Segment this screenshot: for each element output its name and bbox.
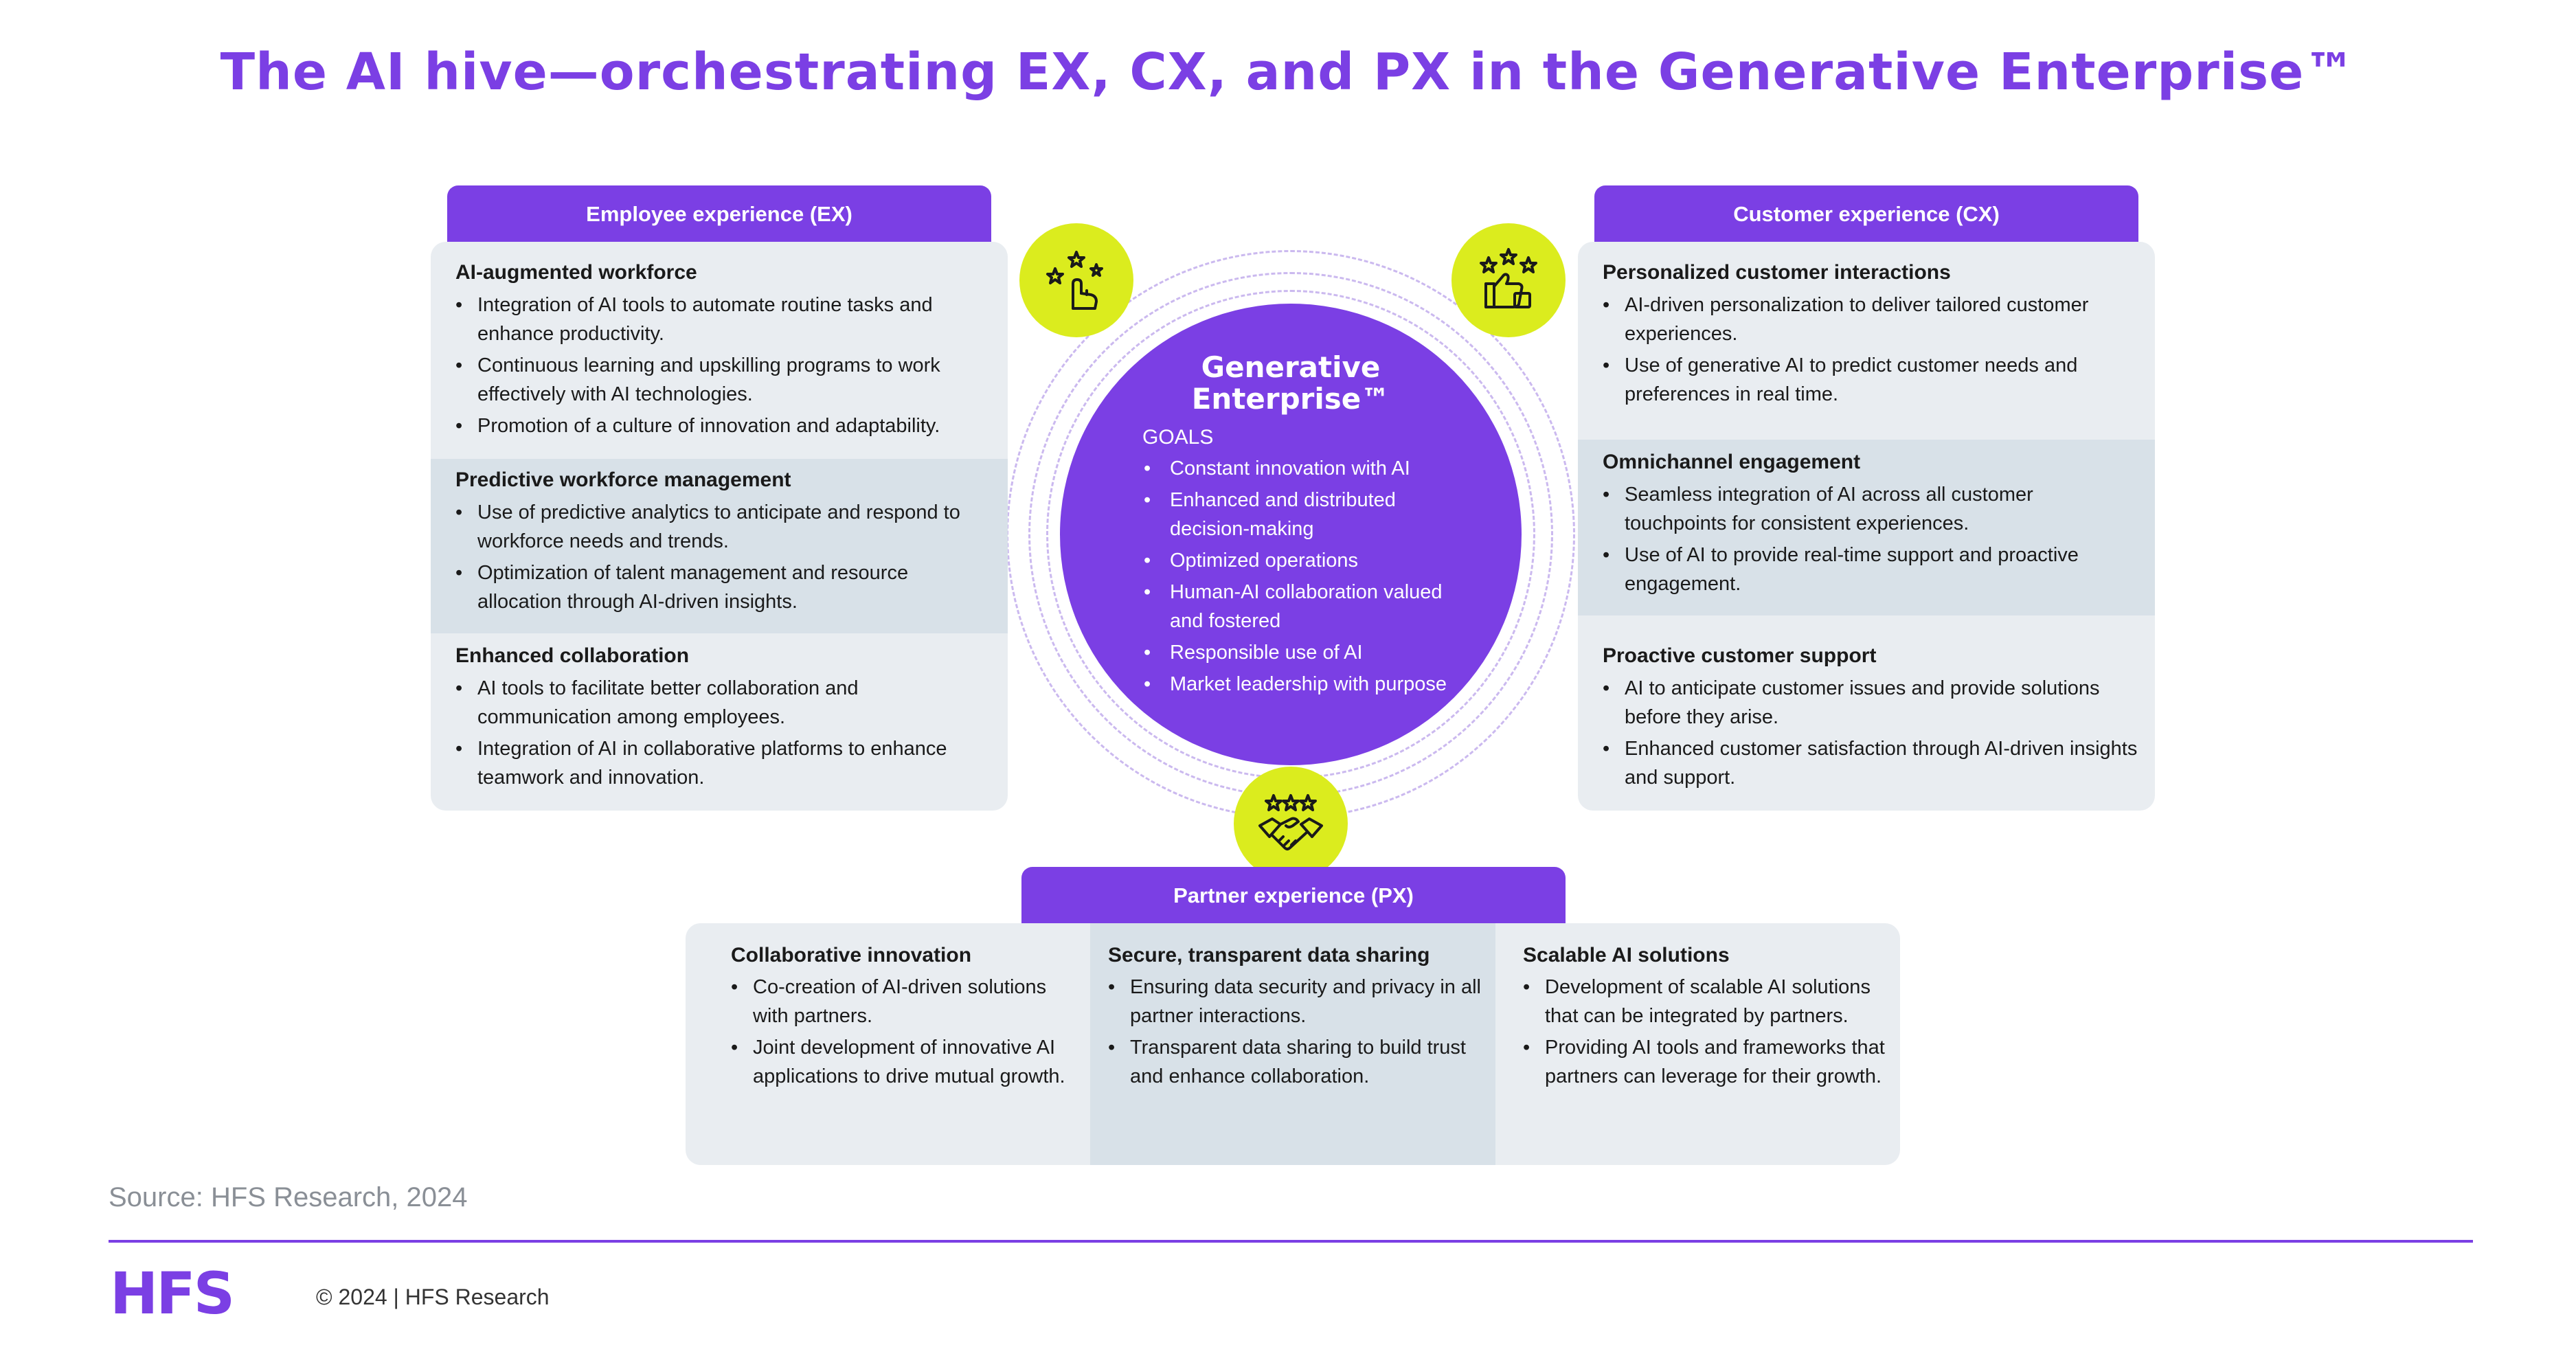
goal-item: Human-AI collaboration valued and foster…: [1142, 578, 1472, 635]
bullet-item: Joint development of innovative AI appli…: [731, 1033, 1076, 1091]
bullet-item: Use of AI to provide real-time support a…: [1603, 541, 2138, 598]
bullet-item: Use of generative AI to predict customer…: [1603, 351, 2138, 409]
bullet-item: Integration of AI tools to automate rout…: [455, 291, 991, 348]
px-section-collaborative-innovation: Collaborative innovation Co-creation of …: [686, 923, 1090, 1165]
bullet-item: Development of scalable AI solutions tha…: [1523, 973, 1886, 1030]
ex-section-enhanced-collaboration: Enhanced collaboration AI tools to facil…: [431, 633, 1008, 811]
section-heading: Secure, transparent data sharing: [1108, 944, 1430, 967]
goal-item: Constant innovation with AI: [1142, 454, 1472, 483]
section-heading: Predictive workforce management: [455, 468, 791, 491]
cx-header: Customer experience (CX): [1594, 185, 2138, 243]
ex-header: Employee experience (EX): [447, 185, 991, 243]
page-title: The AI hive—orchestrating EX, CX, and PX…: [220, 43, 2356, 102]
bullet-item: Transparent data sharing to build trust …: [1108, 1033, 1482, 1091]
bullet-item: Ensuring data security and privacy in al…: [1108, 973, 1482, 1030]
stars-thumbs-up-icon: [1480, 248, 1537, 308]
bullet-item: Providing AI tools and frameworks that p…: [1523, 1033, 1886, 1091]
section-heading: Proactive customer support: [1603, 644, 1877, 667]
ex-section-predictive-workforce-management: Predictive workforce management Use of p…: [431, 459, 1008, 633]
bullet-item: Integration of AI in collaborative platf…: [455, 734, 991, 792]
goal-item: Optimized operations: [1142, 546, 1472, 575]
footer-divider: [109, 1240, 2473, 1243]
cx-section-omnichannel-engagement: Omnichannel engagement Seamless integrat…: [1578, 440, 2155, 615]
stars-handshake-icon: [1258, 794, 1323, 850]
px-badge: [1234, 767, 1348, 881]
ex-section-ai-augmented-workforce: AI-augmented workforce Integration of AI…: [431, 242, 1008, 459]
px-header: Partner experience (PX): [1021, 867, 1566, 925]
px-section-scalable-ai-solutions: Scalable AI solutions Development of sca…: [1495, 923, 1900, 1165]
bullet-item: AI tools to facilitate better collaborat…: [455, 674, 991, 732]
generative-enterprise-circle: Generative Enterprise™ GOALS Constant in…: [1060, 304, 1522, 765]
source-note: Source: HFS Research, 2024: [109, 1182, 468, 1212]
bullet-item: Seamless integration of AI across all cu…: [1603, 480, 2138, 538]
goals-list: Constant innovation with AI Enhanced and…: [1142, 454, 1472, 701]
cx-section-personalized-customer-interactions: Personalized customer interactions AI-dr…: [1578, 242, 2155, 440]
bullet-item: Enhanced customer satisfaction through A…: [1603, 734, 2138, 792]
bullet-item: AI-driven personalization to deliver tai…: [1603, 291, 2138, 348]
goal-item: Enhanced and distributed decision-making: [1142, 486, 1472, 543]
section-heading: Personalized customer interactions: [1603, 261, 1951, 284]
section-heading: Omnichannel engagement: [1603, 451, 1861, 473]
section-heading: AI-augmented workforce: [455, 261, 697, 284]
center-title: Generative Enterprise™: [1060, 352, 1522, 415]
bullet-item: Co-creation of AI-driven solutions with …: [731, 973, 1076, 1030]
ex-panel: AI-augmented workforce Integration of AI…: [431, 242, 1008, 811]
bullet-item: Optimization of talent management and re…: [455, 558, 991, 616]
ex-badge: [1019, 223, 1133, 337]
bullet-item: Promotion of a culture of innovation and…: [455, 411, 991, 440]
px-section-secure-transparent-data-sharing: Secure, transparent data sharing Ensurin…: [1090, 923, 1495, 1165]
center-title-line2: Enterprise™: [1191, 382, 1390, 416]
section-heading: Enhanced collaboration: [455, 644, 690, 667]
cx-badge: [1451, 223, 1566, 337]
section-heading: Scalable AI solutions: [1523, 944, 1730, 967]
goals-label: GOALS: [1142, 426, 1214, 449]
center-title-line1: Generative: [1201, 350, 1381, 384]
goal-item: Market leadership with purpose: [1142, 670, 1472, 699]
bullet-item: Use of predictive analytics to anticipat…: [455, 498, 991, 556]
px-panel: Collaborative innovation Co-creation of …: [686, 923, 1900, 1165]
bullet-item: Continuous learning and upskilling progr…: [455, 351, 991, 409]
bullet-item: AI to anticipate customer issues and pro…: [1603, 674, 2138, 732]
cx-section-proactive-customer-support: Proactive customer support AI to anticip…: [1578, 615, 2155, 811]
hfs-logo: HFS: [110, 1260, 235, 1327]
goal-item: Responsible use of AI: [1142, 638, 1472, 667]
stars-hand-pointer-icon: [1046, 251, 1103, 310]
copyright: © 2024 | HFS Research: [316, 1285, 550, 1309]
cx-panel: Personalized customer interactions AI-dr…: [1578, 242, 2155, 811]
section-heading: Collaborative innovation: [731, 944, 972, 967]
